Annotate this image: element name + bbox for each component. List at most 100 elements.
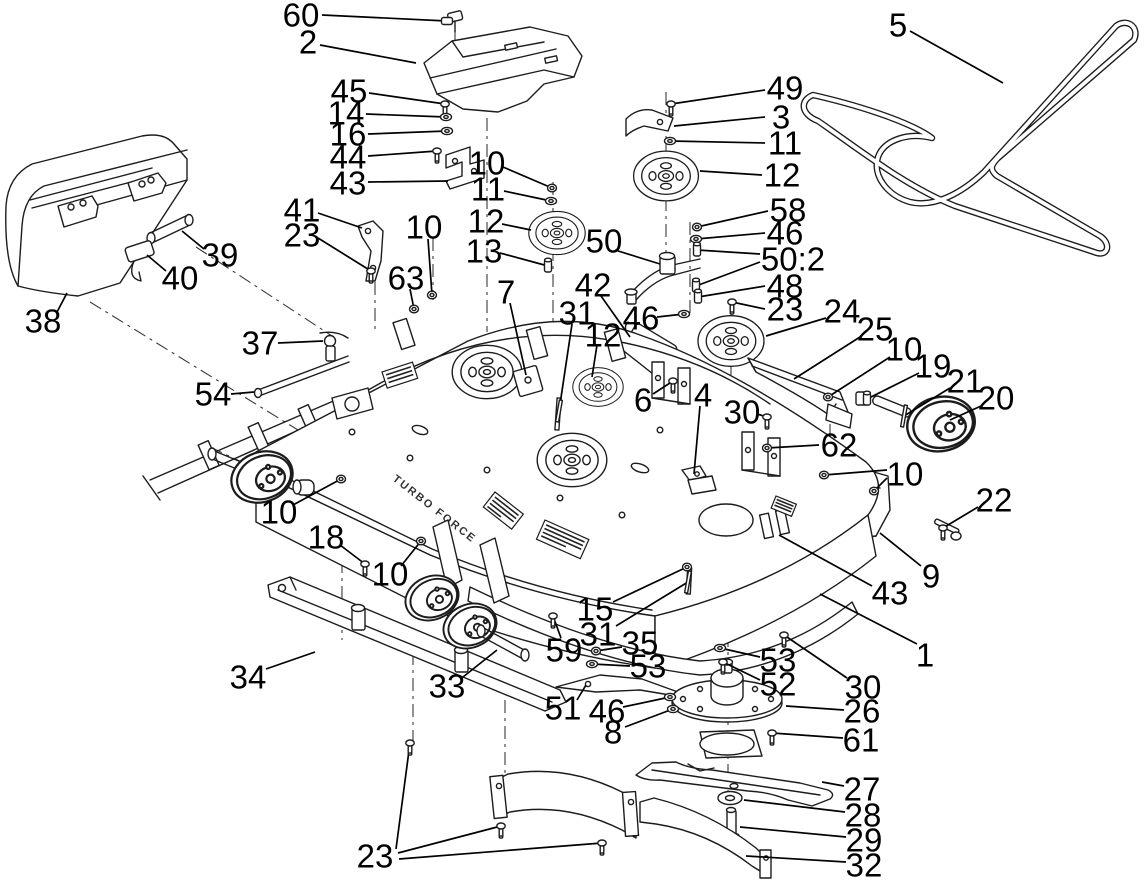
callout-60: 60 — [283, 0, 320, 34]
leader-line — [427, 238, 433, 296]
leader-line — [230, 391, 255, 395]
callout-19: 19 — [915, 348, 952, 385]
bolt-glyph-part — [550, 625, 556, 629]
callout-22: 22 — [976, 482, 1013, 519]
callout-39: 39 — [202, 237, 239, 274]
bolt-glyph-part — [670, 390, 676, 394]
callout-46: 46 — [589, 693, 626, 730]
bolt-glyph-part — [496, 822, 506, 830]
leader-line — [722, 661, 761, 681]
callout-25: 25 — [857, 311, 894, 348]
leader-line — [673, 116, 766, 127]
chute-rod — [146, 213, 194, 245]
leader-line — [745, 855, 847, 863]
leader-line — [612, 566, 688, 603]
nut-glyph — [415, 536, 427, 546]
leader-line — [367, 130, 448, 135]
leader-line — [591, 663, 631, 667]
callout-50: 50 — [586, 223, 623, 260]
leader-line — [368, 92, 446, 105]
callout-44: 44 — [330, 139, 367, 176]
rail-boss-1 — [350, 603, 366, 631]
bolt-glyph — [366, 267, 376, 284]
front-caster-bushing — [292, 479, 315, 496]
callout-23: 23 — [767, 291, 804, 328]
callout-63: 63 — [388, 260, 425, 297]
leader-line — [793, 336, 861, 380]
washer-glyph-part — [670, 706, 676, 712]
leader-line — [400, 540, 422, 567]
nut-glyph — [691, 222, 703, 232]
callout-27: 27 — [844, 771, 881, 808]
leader-line — [866, 372, 920, 400]
callout-23: 23 — [357, 838, 394, 875]
leader-line — [600, 295, 631, 338]
callout-12: 12 — [764, 157, 801, 194]
front-left-caster — [207, 441, 315, 513]
leader-line — [827, 356, 891, 398]
leader-line — [695, 232, 766, 240]
callout-33: 33 — [429, 668, 466, 705]
leader-line — [778, 534, 873, 587]
callout-18: 18 — [308, 519, 345, 556]
bolt-glyph — [360, 560, 370, 577]
leader-line — [693, 405, 701, 475]
bolt-glyph — [767, 729, 777, 746]
leader-line — [499, 252, 549, 267]
discharge-chute — [5, 134, 194, 297]
bolt-glyph-part — [432, 147, 442, 155]
leader-line — [624, 708, 674, 728]
leader-line — [669, 140, 766, 144]
caster-wheel — [900, 389, 982, 459]
callout-31: 31 — [559, 295, 596, 332]
leader-line — [719, 647, 761, 658]
leader-line — [56, 292, 68, 313]
leader-line — [317, 212, 363, 229]
nut-glyph — [761, 443, 773, 453]
bolt-glyph — [938, 524, 948, 541]
callout-13: 13 — [466, 233, 503, 270]
bolt-glyph-part — [668, 113, 674, 117]
washer-glyph — [439, 112, 453, 122]
leader-line — [146, 254, 167, 272]
bolt-glyph-part — [368, 280, 374, 284]
nut-glyph — [546, 183, 558, 193]
leader-line — [903, 387, 951, 417]
bolt-glyph-part — [360, 560, 370, 568]
bolt-glyph-part — [362, 573, 368, 577]
warning-decal-4 — [770, 495, 798, 518]
bolt-glyph-part — [599, 852, 605, 856]
callout-37: 37 — [242, 325, 279, 362]
callout-30: 30 — [724, 394, 761, 431]
nut-glyph-part — [871, 488, 877, 494]
bolt-glyph — [762, 413, 772, 430]
callout-54: 54 — [195, 376, 232, 413]
leader-line — [819, 593, 918, 645]
nut-glyph-part — [418, 538, 424, 544]
spacer-glyph-part — [693, 288, 703, 294]
spacer-glyph — [693, 288, 703, 304]
roller-tube — [476, 624, 530, 662]
callout-43: 43 — [330, 165, 367, 202]
callout-30: 30 — [845, 669, 882, 706]
bolt-glyph-part — [781, 644, 787, 648]
leader-line — [265, 651, 316, 670]
spacer-glyph — [862, 390, 872, 406]
bolt-glyph-part — [938, 524, 948, 532]
leader-line — [949, 405, 982, 421]
hanger-channel — [747, 357, 853, 429]
callout-26: 26 — [844, 693, 881, 730]
leader-line — [783, 634, 848, 679]
clevis-pin — [253, 355, 350, 399]
warning-decal-2 — [482, 491, 525, 530]
callout-46: 46 — [767, 215, 804, 252]
middle-pulley-stack — [528, 210, 586, 256]
leader-line — [879, 532, 922, 567]
callout-10: 10 — [261, 494, 298, 531]
bolt-glyph — [405, 739, 415, 756]
nut-glyph-part — [821, 472, 827, 478]
pin-glyph-part — [554, 399, 564, 423]
bolt-glyph — [496, 822, 506, 839]
bolt-glyph-part — [407, 752, 413, 756]
bolt-glyph — [548, 612, 558, 629]
